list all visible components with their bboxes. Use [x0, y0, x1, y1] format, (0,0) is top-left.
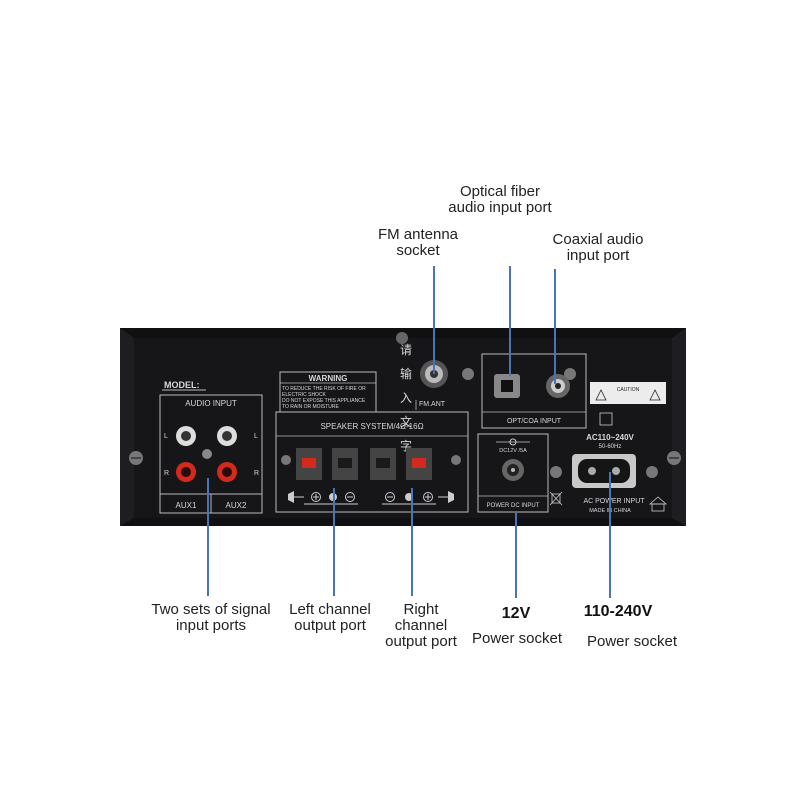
12v-leader	[515, 513, 517, 598]
coaxial-input-port[interactable]	[546, 374, 570, 398]
caution-sticker	[590, 382, 666, 404]
opt-coa-box	[481, 353, 587, 429]
dc-power-socket[interactable]	[502, 459, 524, 481]
rca-aux2-right-jack[interactable]	[217, 462, 237, 482]
audio-input-title: AUDIO INPUT	[185, 399, 237, 408]
optical-fiber-label: Optical fiber audio input port	[448, 183, 552, 216]
fm-ant-label: FM.ANT	[419, 401, 446, 408]
110-240v-label: 110-240V	[583, 603, 653, 620]
warning-line-1: TO REDUCE THE RISK OF FIRE OR	[282, 386, 366, 392]
home-icon	[648, 496, 668, 512]
ac-input-label: AC POWER INPUT	[583, 498, 645, 505]
speaker-terminal-box	[275, 411, 469, 513]
rca-aux1-right-jack[interactable]	[176, 462, 196, 482]
l-mark-right: L	[254, 433, 258, 440]
warning-line-3: DO NOT EXPOSE THIS APPLIANCE	[282, 398, 366, 404]
110-240v-leader	[609, 472, 611, 598]
signal-input-leader	[207, 478, 209, 596]
warning-title: WARNING	[309, 374, 348, 383]
panel-screw-right	[667, 451, 681, 465]
plus-icon	[311, 492, 321, 502]
optical-leader	[509, 266, 511, 376]
left-channel-label: Left channel output port	[289, 601, 371, 634]
signal-input-label: Two sets of signal input ports	[151, 601, 271, 634]
aux2-label: AUX2	[226, 501, 247, 510]
chinese-overlay-text: 请 输 入 文 字	[400, 343, 412, 453]
rca-aux2-left-jack[interactable]	[217, 426, 237, 446]
speaker-system-label: SPEAKER SYSTEM/4Ω-16Ω	[320, 422, 423, 431]
right-channel-leader	[411, 488, 413, 596]
warning-line-4: TO RAIN OR MOISTURE	[282, 404, 340, 410]
svg-text:文: 文	[400, 414, 412, 429]
ac-power-socket[interactable]	[572, 454, 636, 488]
r-mark-left: R	[164, 470, 169, 477]
minus-icon	[345, 492, 355, 502]
l-mark-left: L	[164, 433, 168, 440]
left-channel-leader	[333, 488, 335, 596]
warning-line-2: ELECTRIC SHOCK	[282, 392, 327, 398]
caution-label: CAUTION	[617, 387, 640, 393]
right-channel-negative-terminal[interactable]	[370, 448, 396, 480]
coaxial-label: Coaxial audio input port	[552, 231, 644, 264]
svg-text:入: 入	[400, 391, 412, 405]
ac-rating-label: AC110~240V	[586, 433, 634, 442]
svg-text:请: 请	[400, 343, 412, 357]
model-label: MODEL:	[164, 380, 200, 390]
right-channel-positive-terminal[interactable]	[406, 448, 432, 480]
right-channel-label: Right channel output port	[385, 601, 457, 650]
ac-rating-box	[599, 412, 613, 426]
12v-power-socket-label: Power socket	[471, 630, 563, 647]
coaxial-leader	[554, 269, 556, 384]
svg-text:输: 输	[400, 366, 412, 381]
minus-icon	[385, 492, 395, 502]
ac-power-socket-label: Power socket	[586, 633, 678, 650]
amplifier-rear-panel: MODEL: AUDIO INPUT L L R R AUX1 AUX2 WAR…	[120, 328, 686, 526]
optical-input-port[interactable]	[494, 374, 520, 398]
fm-antenna-label: FM antenna socket	[377, 226, 459, 259]
recycle-bin-icon	[549, 491, 563, 506]
panel-screw-left	[129, 451, 143, 465]
left-channel-negative-terminal[interactable]	[332, 448, 358, 480]
plus-icon	[423, 492, 433, 502]
dc-polarity-icon	[496, 438, 530, 446]
opt-coa-label: OPT/COA INPUT	[507, 418, 562, 425]
r-mark-right: R	[254, 470, 259, 477]
rca-aux1-left-jack[interactable]	[176, 426, 196, 446]
dc-rating-label: DC12V /5A	[499, 448, 527, 454]
left-channel-positive-terminal[interactable]	[296, 448, 322, 480]
speaker-left-icon	[288, 491, 304, 503]
aux1-label: AUX1	[176, 501, 197, 510]
12v-label: 12V	[501, 605, 531, 622]
speaker-right-icon	[438, 491, 454, 503]
fm-antenna-leader	[433, 266, 435, 374]
dc-power-box	[477, 433, 549, 513]
fm-antenna-socket[interactable]	[420, 360, 448, 388]
ac-hz-label: 50-60Hz	[599, 444, 622, 450]
dc-input-label: POWER DC INPUT	[487, 503, 540, 509]
